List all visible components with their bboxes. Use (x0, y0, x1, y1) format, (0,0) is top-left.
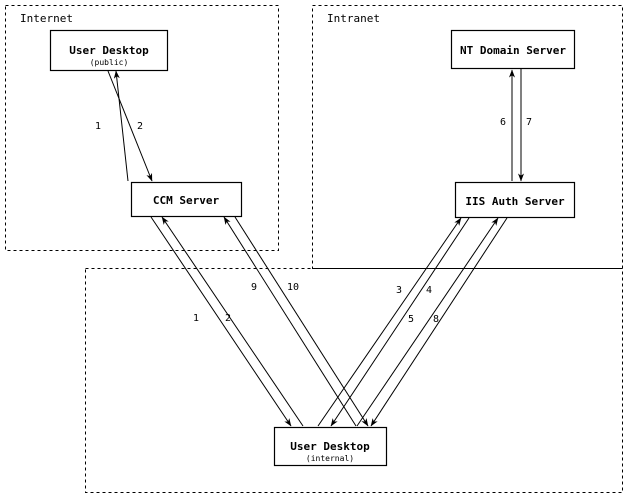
flow-line-2-internal (161, 216, 304, 427)
connection-iis-internal-desktop-34 (317, 217, 470, 427)
ccm-server-title: CCM Server (153, 194, 220, 207)
flow-label-8: 8 (433, 314, 439, 325)
zone-internal-box (85, 268, 623, 493)
user-desktop-public-box[interactable] (49, 29, 169, 72)
flow-line-4 (317, 217, 462, 427)
connection-iis-internal-desktop-58 (356, 217, 508, 427)
flow-line-1-internal (150, 216, 292, 427)
flow-label-1-internal: 1 (193, 313, 199, 324)
flow-label-group: 1 2 1 2 3 4 5 6 7 8 9 10 (95, 117, 532, 325)
iis-auth-server-title: IIS Auth Server (465, 195, 565, 208)
zone-intranet-label: Intranet (327, 12, 380, 25)
iis-auth-server-box[interactable] (454, 181, 576, 219)
user-desktop-internal-subtitle: (internal) (306, 454, 354, 463)
flow-label-3: 3 (396, 285, 402, 296)
flow-line-1-public (107, 70, 153, 182)
flow-label-2-public: 2 (137, 121, 143, 132)
connection-public-desktop-ccm (107, 70, 153, 182)
flow-label-9: 9 (251, 282, 257, 293)
flow-label-7: 7 (526, 117, 532, 128)
flow-line-10 (234, 216, 369, 427)
flow-label-10: 10 (287, 282, 299, 293)
flow-line-3 (330, 217, 470, 427)
node-ccm-server[interactable]: CCM Server (130, 181, 243, 218)
flow-line-5 (370, 217, 508, 427)
user-desktop-internal-box[interactable] (273, 426, 388, 467)
flow-line-2-public (113, 70, 129, 182)
user-desktop-internal-title: User Desktop (290, 440, 370, 453)
node-user-desktop-internal[interactable]: User Desktop (internal) (273, 426, 388, 467)
flow-line-9 (223, 216, 357, 427)
nt-domain-server-box[interactable] (450, 29, 576, 70)
node-iis-auth-server[interactable]: IIS Auth Server (454, 181, 576, 219)
ccm-server-box[interactable] (130, 181, 243, 218)
connection-ccm-internal-desktop-910 (223, 216, 369, 427)
connection-iis-nt-domain (509, 69, 524, 182)
flow-label-4: 4 (426, 285, 432, 296)
zone-intranet-box (312, 5, 623, 269)
zone-group: Internet Intranet (5, 5, 623, 493)
user-desktop-public-subtitle: (public) (90, 58, 129, 67)
flow-line-8 (356, 217, 499, 427)
nt-domain-server-title: NT Domain Server (460, 44, 566, 57)
flow-label-5: 5 (408, 314, 414, 325)
flow-label-1-public: 1 (95, 121, 101, 132)
connection-ccm-internal-desktop-12 (150, 216, 304, 427)
zone-internet-label: Internet (20, 12, 73, 25)
user-desktop-public-title: User Desktop (69, 44, 149, 57)
node-user-desktop-public[interactable]: User Desktop (public) (49, 29, 169, 72)
node-nt-domain-server[interactable]: NT Domain Server (450, 29, 576, 70)
zone-internet-box (5, 5, 279, 251)
flow-label-6: 6 (500, 117, 506, 128)
flow-label-2-internal: 2 (225, 313, 231, 324)
